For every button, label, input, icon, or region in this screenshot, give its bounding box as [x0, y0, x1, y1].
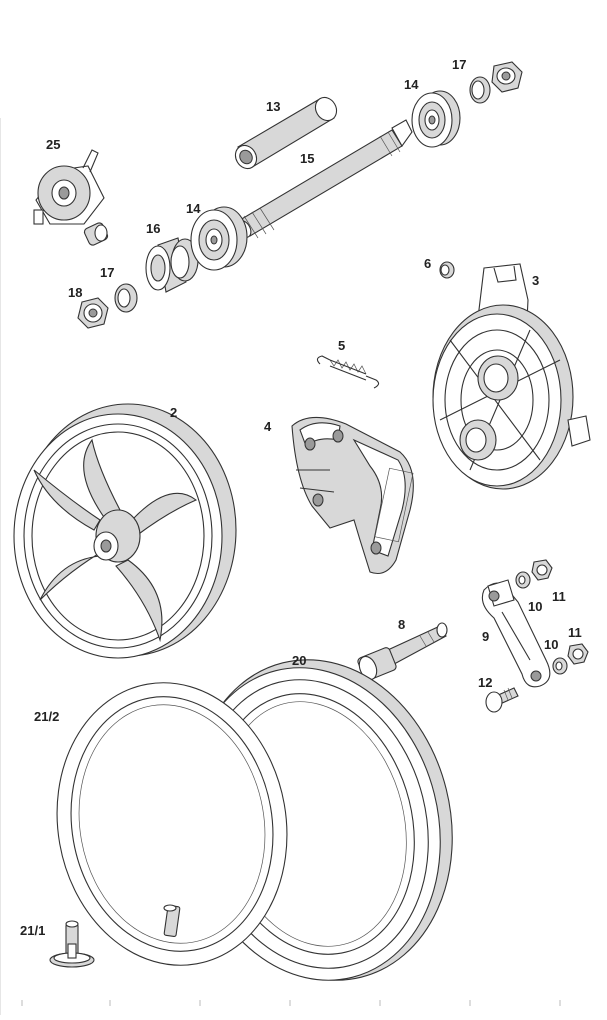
nut-11a-icon	[531, 559, 553, 581]
plug-icon	[439, 261, 455, 279]
nut-lower-icon	[77, 297, 109, 329]
brake-shoe-icon	[291, 416, 414, 575]
label-9: 9	[482, 629, 490, 644]
bearing-top-icon	[411, 90, 461, 148]
label-11-lower: 11	[568, 625, 582, 640]
washer-lower-icon	[114, 283, 138, 313]
label-11-top: 11	[552, 589, 566, 604]
label-21-2: 21/2	[34, 709, 60, 724]
spacer-tube-icon	[234, 96, 338, 170]
label-13: 13	[266, 99, 281, 114]
label-17-lower: 17	[100, 265, 115, 280]
brake-plate-icon	[432, 263, 591, 490]
label-18: 18	[68, 285, 83, 300]
label-15: 15	[300, 151, 315, 166]
brake-lever-icon	[481, 579, 551, 688]
label-14-lower: 14	[186, 201, 201, 216]
brake-spring-icon	[316, 355, 380, 389]
label-16: 16	[146, 221, 161, 236]
label-2: 2	[170, 405, 178, 420]
brake-cam-shaft-icon	[357, 622, 448, 681]
label-8: 8	[398, 617, 406, 632]
label-25: 25	[46, 137, 61, 152]
label-17-top: 17	[452, 57, 467, 72]
nut-top-icon	[491, 61, 523, 93]
washer-10a-icon	[515, 571, 531, 589]
bolt-icon	[485, 687, 519, 713]
label-3: 3	[532, 273, 540, 288]
nut-11b-icon	[567, 643, 589, 665]
label-10-lower: 10	[544, 637, 559, 652]
speedometer-drive-icon	[33, 149, 109, 246]
inner-tube-icon	[56, 682, 288, 966]
washer-top-icon	[469, 76, 491, 104]
bearing-lower-icon	[190, 206, 248, 271]
label-14-top: 14	[404, 77, 419, 92]
label-4: 4	[264, 419, 272, 434]
bushing-icon	[145, 237, 199, 293]
label-12: 12	[478, 675, 493, 690]
label-6: 6	[424, 256, 432, 271]
label-21-1: 21/1	[20, 923, 46, 938]
washer-10b-icon	[552, 657, 568, 675]
label-5: 5	[338, 338, 346, 353]
valve-icon	[49, 920, 95, 968]
label-20: 20	[292, 653, 307, 668]
label-10-top: 10	[528, 599, 543, 614]
rim-icon	[13, 403, 237, 659]
